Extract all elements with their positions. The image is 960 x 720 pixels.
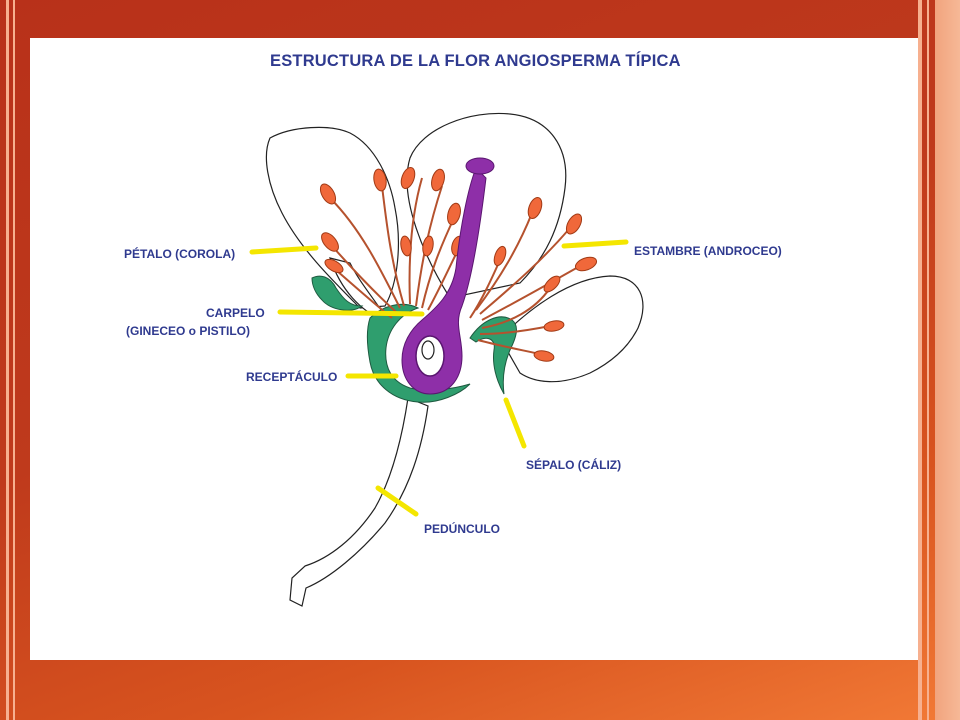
- leader-pedunculo: [375, 485, 419, 517]
- flower-illustration: [249, 112, 644, 607]
- peduncle-stalk: [289, 397, 429, 607]
- diagram-title: ESTRUCTURA DE LA FLOR ANGIOSPERMA TÍPICA: [270, 52, 681, 70]
- label-pedunculo: PEDÚNCULO: [424, 522, 501, 536]
- petal-top-right: [406, 112, 567, 299]
- label-petalo: PÉTALO (COROLA): [124, 247, 236, 261]
- decorative-border-line: [13, 0, 15, 720]
- leader-lines: [249, 239, 629, 517]
- petals: [265, 112, 644, 383]
- label-estambre: ESTAMBRE (ANDROCEO): [634, 244, 782, 258]
- pistil-stigma: [465, 157, 495, 175]
- decorative-border-band: [935, 0, 960, 720]
- pistil-style: [401, 167, 487, 395]
- decorative-border-line: [927, 0, 929, 720]
- sepal-left: [311, 275, 364, 311]
- leader-estambre: [561, 239, 629, 249]
- petal-left: [265, 126, 399, 309]
- pistil: [401, 157, 495, 395]
- leader-sepalo: [503, 397, 527, 449]
- label-receptaculo: RECEPTÁCULO: [246, 370, 338, 384]
- label-sepalo: SÉPALO (CÁLIZ): [526, 458, 622, 472]
- ovule: [421, 340, 435, 360]
- label-carpelo: CARPELO: [206, 306, 265, 320]
- leader-petalo: [249, 245, 319, 255]
- petal-right: [499, 275, 644, 383]
- leader-carpelo: [277, 309, 425, 317]
- decorative-border-line: [6, 0, 9, 720]
- label-carpelo-subtitle: (GINECEO o PISTILO): [126, 324, 251, 338]
- decorative-border-line: [918, 0, 922, 720]
- diagram-panel: ESTRUCTURA DE LA FLOR ANGIOSPERMA TÍPICA: [30, 38, 918, 660]
